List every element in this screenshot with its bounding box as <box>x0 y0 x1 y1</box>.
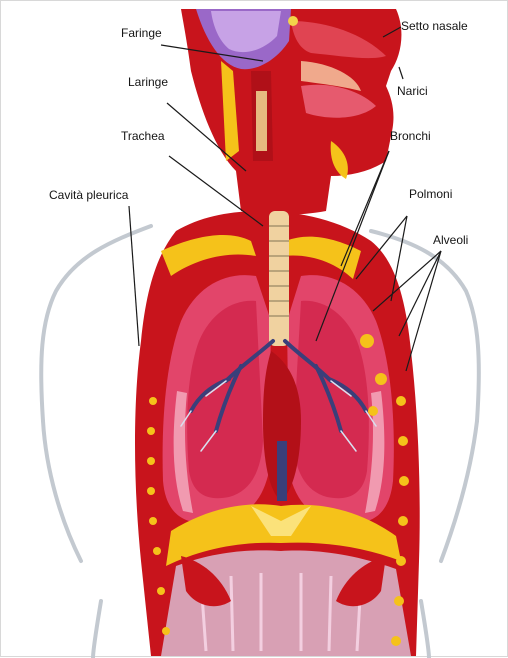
label-bronchi: Bronchi <box>390 129 431 143</box>
label-setto-nasale: Setto nasale <box>401 19 468 33</box>
label-faringe: Faringe <box>121 26 162 40</box>
label-cavita-pleurica: Cavità pleurica <box>49 188 128 202</box>
label-trachea: Trachea <box>121 129 165 143</box>
label-narici: Narici <box>397 84 428 98</box>
label-laringe: Laringe <box>128 75 168 89</box>
label-alveoli: Alveoli <box>433 233 468 247</box>
diaphragm <box>161 504 411 656</box>
head-and-neck <box>181 9 401 215</box>
label-polmoni: Polmoni <box>409 187 452 201</box>
